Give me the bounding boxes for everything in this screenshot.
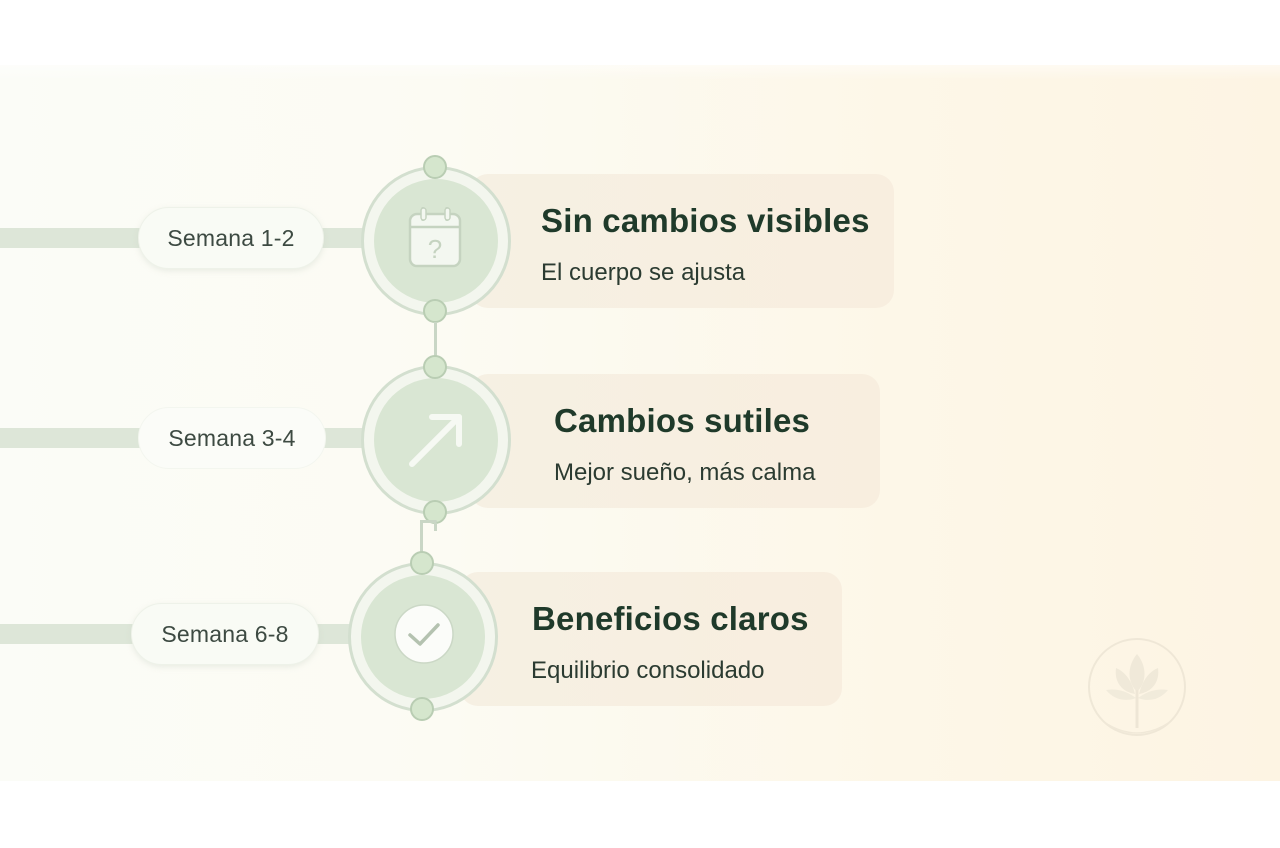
calendar-question-icon: ?: [404, 204, 466, 270]
stage-subtitle: Equilibrio consolidado: [531, 657, 765, 684]
arrow-up-right-icon: [404, 408, 468, 472]
stage-subtitle: El cuerpo se ajusta: [541, 259, 746, 286]
stage-card: [470, 374, 880, 508]
svg-text:?: ?: [428, 234, 442, 264]
connector-knob: [410, 551, 434, 575]
connector-jog: [420, 520, 437, 523]
connector-knob: [423, 155, 447, 179]
stage-card: [470, 174, 894, 308]
connector-knob: [410, 697, 434, 721]
vertical-connector: [434, 523, 437, 531]
checkmark-icon: [393, 603, 455, 665]
connector-knob: [423, 299, 447, 323]
stage-title: Sin cambios visibles: [541, 202, 870, 239]
stage-title: Cambios sutiles: [554, 402, 811, 439]
vertical-connector: [434, 322, 437, 356]
stage-title: Beneficios claros: [532, 600, 809, 637]
period-pill: Semana 6-8: [131, 603, 319, 665]
leaf-tree-logo-icon: [1084, 632, 1190, 750]
connector-knob: [423, 355, 447, 379]
background-fade: [0, 50, 1280, 80]
stage-subtitle: Mejor sueño, más calma: [554, 459, 816, 486]
stage-card: [460, 572, 842, 706]
vertical-connector: [420, 520, 423, 554]
period-pill: Semana 1-2: [138, 207, 324, 269]
period-pill: Semana 3-4: [138, 407, 326, 469]
